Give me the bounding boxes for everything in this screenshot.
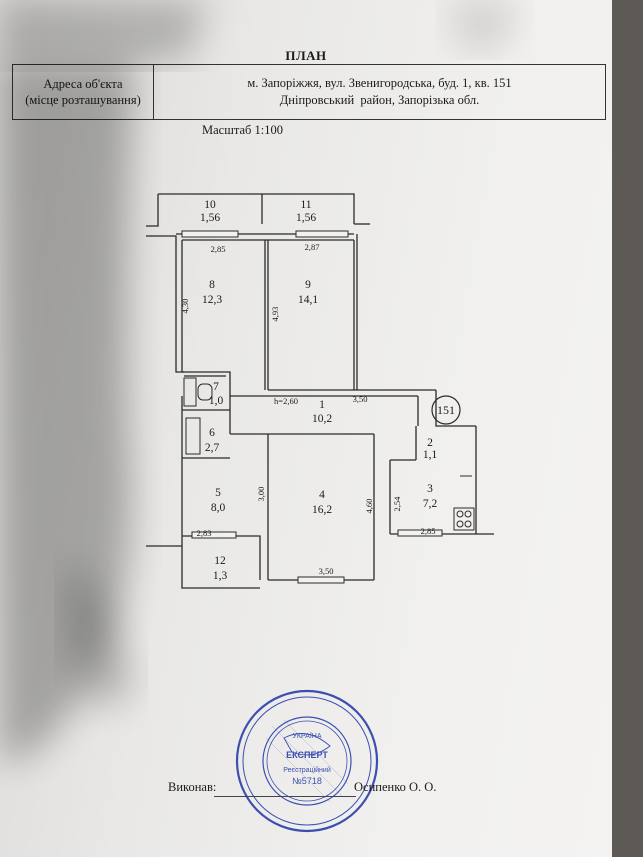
room-number-6: 6 — [209, 427, 215, 439]
dim-room8-side: 4,30 — [180, 299, 190, 314]
room-area-3: 7,2 — [423, 498, 438, 510]
address-line2: Дніпровський район, Запорізька обл. — [279, 93, 480, 107]
room-number-11: 11 — [300, 199, 311, 211]
dim-room9-top: 2,87 — [305, 242, 320, 252]
dim-room4-bottom: 3,50 — [319, 566, 334, 576]
dim-room8-top: 2,85 — [211, 244, 226, 254]
performer-name: Осипенко О. О. — [354, 780, 437, 794]
scale-label: Масштаб 1:100 — [202, 123, 283, 137]
room-area-10: 1,56 — [200, 212, 220, 224]
room-number-12: 12 — [214, 555, 226, 567]
room-number-7: 7 — [213, 381, 219, 393]
room-area-4: 16,2 — [312, 504, 332, 516]
stamp-country: УКРАЇНА — [292, 732, 321, 740]
stamp-registry-number: №5718 — [292, 776, 322, 786]
address-line1: м. Запоріжжя, вул. Звенигородська, буд. … — [247, 76, 512, 90]
room-area-9: 14,1 — [298, 294, 318, 306]
room-number-8: 8 — [209, 279, 215, 291]
address-label-cell: Адреса об'єкта (місце розташування) — [13, 65, 154, 119]
ceiling-height: h=2,60 — [274, 396, 298, 406]
performed-by-label: Виконав: — [168, 780, 217, 794]
address-label-line2: (місце розташування) — [25, 93, 141, 107]
apartment-number: 151 — [437, 403, 455, 417]
document-title: ПЛАН — [285, 48, 327, 63]
room-number-4: 4 — [319, 489, 325, 501]
floor-plan: 151 10 1,56 11 1,56 8 12,3 9 14,1 7 1,0 … — [146, 193, 494, 589]
dim-hall: 3,50 — [353, 394, 368, 404]
room-area-5: 8,0 — [211, 502, 226, 514]
address-value-cell: м. Запоріжжя, вул. Звенигородська, буд. … — [154, 65, 605, 119]
room-area-12: 1,3 — [213, 570, 228, 582]
dim-room5-bottom: 2,83 — [197, 528, 212, 538]
room-number-3: 3 — [427, 483, 433, 495]
dim-room3-side: 2,54 — [392, 496, 402, 512]
room-number-9: 9 — [305, 279, 311, 291]
room-area-1: 10,2 — [312, 413, 332, 425]
address-table: Адреса об'єкта (місце розташування) м. З… — [12, 64, 606, 120]
dim-room9-side: 4,93 — [270, 307, 280, 322]
dim-room3-bottom: 2,85 — [421, 526, 436, 536]
room-area-8: 12,3 — [202, 294, 222, 306]
room-area-6: 2,7 — [205, 442, 220, 454]
dim-room5-side: 3,00 — [256, 487, 266, 502]
room-number-5: 5 — [215, 487, 221, 499]
room-number-10: 10 — [204, 199, 216, 211]
dim-room4-side: 4,60 — [364, 499, 374, 514]
stamp-center-word: ЕКСПЕРТ — [286, 750, 328, 760]
room-area-11: 1,56 — [296, 212, 316, 224]
room-number-2: 2 — [427, 437, 433, 449]
room-number-1: 1 — [319, 399, 325, 411]
apartment-number-marker — [431, 395, 461, 425]
expert-stamp: УКРАЇНА ЕКСПЕРТ Реєстраційний №5718 — [235, 689, 379, 833]
signature-line — [214, 796, 356, 797]
stamp-registry-label: Реєстраційний — [283, 766, 331, 774]
address-label-line1: Адреса об'єкта — [43, 77, 123, 91]
document-page: ПЛАН Адреса об'єкта (місце розташування)… — [0, 0, 612, 857]
room-area-7: 1,0 — [209, 395, 224, 407]
room-area-2: 1,1 — [423, 449, 438, 461]
